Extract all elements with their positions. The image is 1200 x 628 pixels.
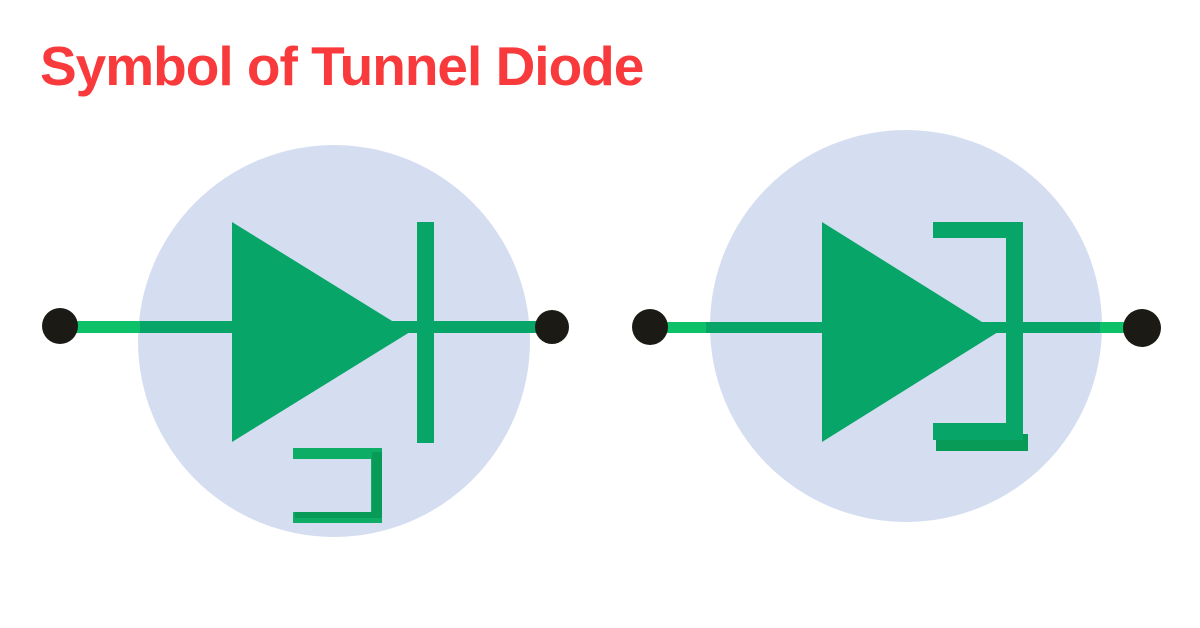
terminal-dot-left [42, 308, 78, 344]
page-title: Symbol of Tunnel Diode [40, 35, 644, 97]
anode-lead-wire-bright [648, 322, 712, 333]
cathode-bar [417, 222, 434, 443]
terminal-dot-right [535, 310, 569, 344]
tunnel-diode-symbol-right [632, 130, 1161, 522]
cathode-lead-wire-bright [1100, 322, 1142, 333]
terminal-dot-right [1123, 309, 1161, 347]
tunnel-diode-symbol-left [42, 145, 569, 537]
tunnel-cathode-bracket [933, 222, 1023, 440]
diode-triangle [822, 222, 998, 442]
terminal-dot-left [632, 309, 668, 345]
diode-triangle [232, 222, 410, 442]
bracket-shadow-layer [372, 452, 382, 518]
anode-lead-wire-bright [56, 321, 148, 333]
bracket-shadow-layer [295, 512, 372, 518]
